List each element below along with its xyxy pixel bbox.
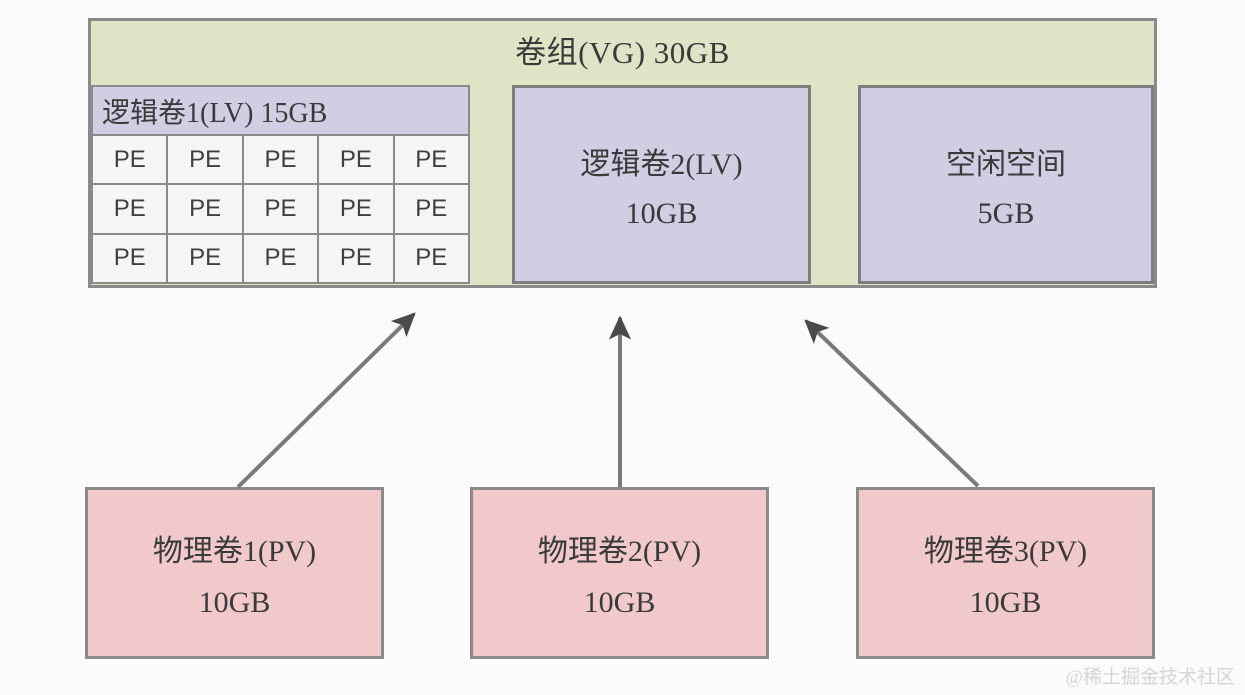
pe-cell: PE bbox=[394, 234, 468, 282]
logical-volume-2-name: 逻辑卷2(LV) bbox=[580, 147, 743, 181]
pe-cell: PE bbox=[243, 234, 318, 282]
watermark: @稀土掘金技术社区 bbox=[1065, 667, 1236, 688]
volume-group-title: 卷组(VG) 30GB bbox=[515, 35, 730, 70]
pe-cell: PE bbox=[93, 234, 167, 282]
physical-extent-grid: PE PE PE PE PE PE PE PE PE PE PE PE PE P… bbox=[93, 136, 468, 282]
physical-volume-1-name: 物理卷1(PV) bbox=[152, 535, 317, 568]
logical-volume-2-block: 逻辑卷2(LV) 10GB bbox=[512, 85, 811, 284]
physical-volume-3-size: 10GB bbox=[969, 586, 1042, 619]
physical-volume-3-name: 物理卷3(PV) bbox=[923, 535, 1088, 568]
free-space-name: 空闲空间 bbox=[946, 147, 1066, 181]
pe-cell: PE bbox=[319, 185, 393, 233]
logical-volume-1-block: 逻辑卷1(LV) 15GB PE PE PE PE PE PE PE PE PE… bbox=[91, 85, 470, 284]
logical-volume-2-size: 10GB bbox=[625, 196, 698, 230]
pe-cell: PE bbox=[394, 136, 468, 184]
physical-volume-2-size: 10GB bbox=[583, 586, 656, 619]
arrow-pv3-to-lv2 bbox=[804, 319, 980, 488]
pe-cell: PE bbox=[93, 185, 167, 233]
physical-volume-2-name: 物理卷2(PV) bbox=[537, 535, 702, 568]
pe-cell: PE bbox=[93, 136, 167, 184]
free-space-size: 5GB bbox=[977, 196, 1035, 230]
physical-volume-1-size: 10GB bbox=[198, 586, 271, 619]
pe-cell: PE bbox=[168, 234, 242, 282]
logical-volume-1-title: 逻辑卷1(LV) 15GB bbox=[93, 87, 468, 136]
pe-cell: PE bbox=[168, 185, 242, 233]
arrow-pv1-to-lv1 bbox=[236, 312, 416, 489]
pe-cell: PE bbox=[243, 185, 318, 233]
pe-cell: PE bbox=[168, 136, 242, 184]
physical-volume-3-block: 物理卷3(PV) 10GB bbox=[856, 487, 1155, 659]
physical-volume-1-block: 物理卷1(PV) 10GB bbox=[85, 487, 384, 659]
pe-cell: PE bbox=[243, 136, 318, 184]
pe-cell: PE bbox=[319, 234, 393, 282]
pe-cell: PE bbox=[394, 185, 468, 233]
free-space-block: 空闲空间 5GB bbox=[858, 85, 1154, 284]
pe-cell: PE bbox=[319, 136, 393, 184]
physical-volume-2-block: 物理卷2(PV) 10GB bbox=[470, 487, 769, 659]
